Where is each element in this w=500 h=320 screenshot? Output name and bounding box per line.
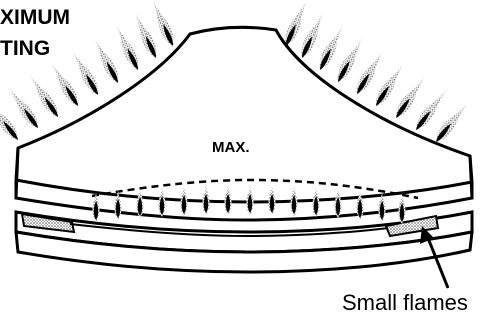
upper-burner-body <box>16 27 472 220</box>
max-label: MAX. <box>212 139 250 156</box>
heading-line-2: TING <box>0 37 50 60</box>
small-flames-label: Small flames <box>342 290 468 315</box>
heading-line-1: XIMUM <box>0 6 70 29</box>
